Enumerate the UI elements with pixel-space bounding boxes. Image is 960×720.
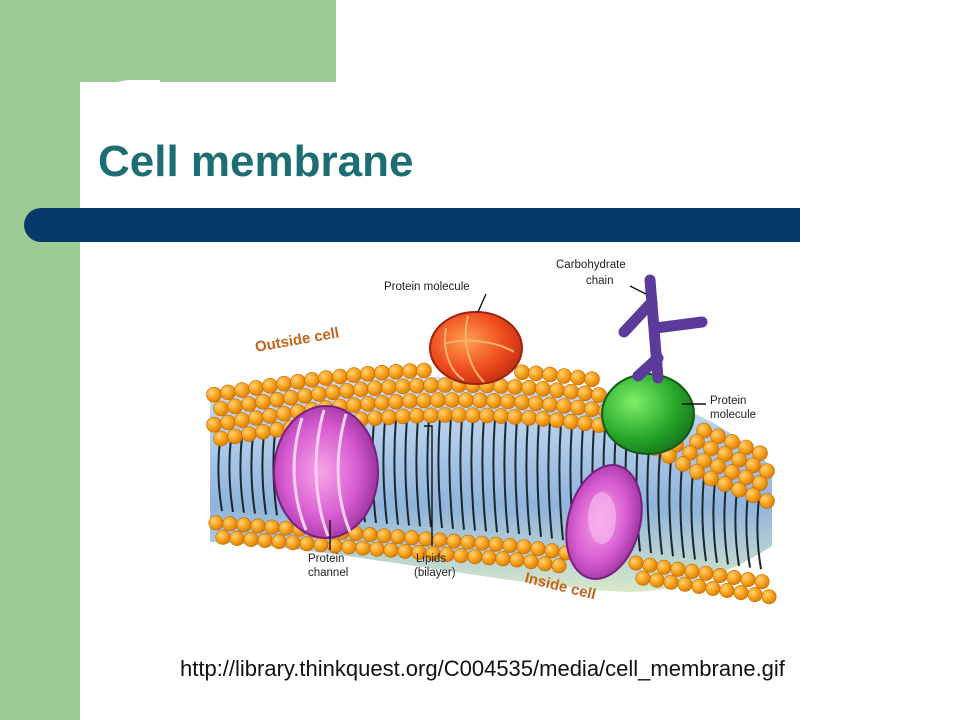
label-leaders	[329, 285, 706, 550]
label-protein-channel-line1: Protein	[308, 553, 344, 565]
carbohydrate-chain	[618, 274, 708, 384]
label-carbohydrate-line1: Carbohydrate	[556, 259, 626, 271]
label-lipids-line2: (bilayer)	[414, 567, 456, 579]
label-outside-cell: Outside cell	[254, 324, 341, 356]
label-protein-molecule-right-line2: molecule	[710, 409, 756, 421]
cell-membrane-diagram: Protein molecule Carbohydrate chain Prot…	[206, 259, 777, 605]
label-carbohydrate-line2: chain	[586, 275, 614, 287]
lipid-heads-inner-layer	[208, 515, 777, 605]
protein-molecule-red	[429, 311, 523, 385]
label-lipids-line1: Lipids	[416, 553, 446, 565]
protein-molecule-green	[601, 373, 695, 455]
label-protein-channel-line2: channel	[308, 567, 348, 579]
protein-channel-right	[565, 464, 643, 580]
title-underline-bar	[24, 208, 800, 242]
top-accent-block	[0, 0, 336, 82]
label-protein-molecule-right-line1: Protein	[710, 395, 746, 407]
slide-title: Cell membrane	[98, 137, 414, 186]
label-protein-molecule-top: Protein molecule	[384, 281, 470, 293]
image-source-url: http://library.thinkquest.org/C004535/me…	[180, 656, 785, 681]
left-accent-bar	[0, 0, 80, 720]
lipid-heads-outer-layer	[206, 362, 775, 509]
protein-channel-left	[273, 405, 379, 539]
